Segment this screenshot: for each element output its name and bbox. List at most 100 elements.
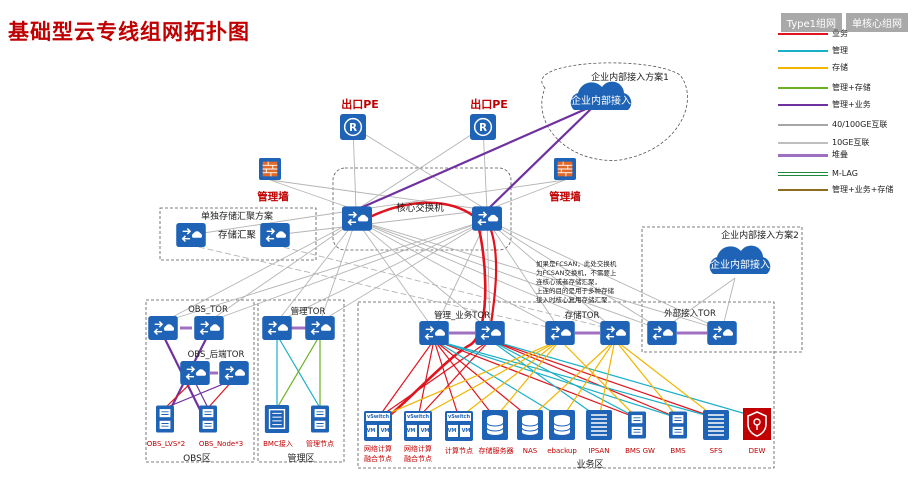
- pe-router-left-icon[interactable]: [340, 114, 366, 140]
- compute-node-label: 计算节点: [445, 446, 473, 455]
- enterprise-cloud-2: 企业内部接入: [709, 245, 771, 274]
- bms-gw-icon[interactable]: [628, 411, 646, 439]
- storage-tor-label: 存储TOR: [565, 310, 600, 321]
- legend-swatch: [778, 124, 828, 126]
- nas-label: NAS: [523, 447, 538, 455]
- core-switch-left-icon[interactable]: [342, 206, 372, 231]
- fw-right-label: 管理墙: [549, 190, 581, 203]
- tab-type1[interactable]: Type1组网: [780, 13, 842, 32]
- legend-label: 40/100GE互联: [832, 120, 888, 129]
- firewall-left-icon[interactable]: [259, 158, 281, 180]
- legend-label: 管理+业务+存储: [832, 185, 894, 194]
- legend-swatch: [778, 142, 828, 144]
- obs-node-server-icon[interactable]: [199, 405, 217, 433]
- nas-icon[interactable]: [517, 410, 543, 440]
- vm-label: VM: [381, 428, 390, 434]
- note-line: 接入时核心复用存储汇聚: [536, 295, 608, 304]
- pe-router-right-icon[interactable]: [470, 114, 496, 140]
- vm-label: VM: [421, 428, 430, 434]
- storage-agg-boundary: [159, 207, 317, 261]
- obs-zone-label: OBS区: [183, 453, 211, 464]
- enterprise1-title: 企业内部接入方案1: [591, 71, 669, 83]
- obs-tor-label: OBS_TOR: [188, 305, 228, 315]
- pe-right-label: 出口PE: [470, 97, 508, 111]
- firewall-right-icon[interactable]: [554, 158, 576, 180]
- vm-label: VM: [407, 428, 416, 434]
- mgmt-node-server-icon[interactable]: [311, 405, 329, 433]
- bms-gw-label: BMS GW: [625, 447, 655, 455]
- bmc-label: BMC接入: [263, 439, 293, 448]
- legend-label: M-LAG: [832, 169, 858, 178]
- server-labels: OBS_LVS*2 OBS_Node*3 BMC接入 管理节点 网络计算 融合节…: [147, 439, 766, 463]
- gray-links: [162, 126, 736, 331]
- vswitch-label: vSwitch: [407, 414, 430, 420]
- mgmt-node-label: 管理节点: [306, 439, 334, 448]
- server-links: [164, 334, 761, 419]
- mgmt-boundary: [257, 299, 345, 463]
- stack-links: [180, 326, 707, 375]
- mgmt-tor-left-icon[interactable]: [262, 316, 292, 340]
- obs-back-tor-left-icon[interactable]: [180, 361, 210, 385]
- sfs-icon[interactable]: [703, 410, 729, 440]
- storage-server-icon[interactable]: [482, 410, 508, 440]
- node-labels: 出口PE 出口PE 管理墙 管理墙 核心交换机 企业内部接入方案1 企业内部接入…: [188, 71, 799, 360]
- obs-lvs-server-icon[interactable]: [156, 405, 174, 433]
- dew-icon[interactable]: [743, 408, 771, 440]
- legend-label: 存储: [832, 63, 848, 72]
- storage-server-label: 存储服务器: [479, 446, 514, 455]
- mgmt-biz-tor-right-icon[interactable]: [475, 321, 505, 345]
- legend-swatch: [778, 87, 828, 89]
- vswitch-label: vSwitch: [367, 414, 390, 420]
- tab-single-core[interactable]: 单核心组网: [846, 13, 908, 32]
- external-tor-right-icon[interactable]: [707, 321, 737, 345]
- core-switch-right-icon[interactable]: [472, 206, 502, 231]
- vswitch-label: vSwitch: [448, 414, 471, 420]
- storage-agg-label: 存储汇聚: [218, 229, 257, 241]
- ipsan-label: IPSAN: [589, 447, 610, 455]
- note-line: 为FCSAN交换机，不需要上: [536, 268, 617, 277]
- fw-left-label: 管理墙: [257, 190, 289, 203]
- legend-swatch: [778, 154, 828, 157]
- storage-agg-switch-right-icon[interactable]: [260, 223, 290, 247]
- storage-tor-right-icon[interactable]: [600, 321, 630, 345]
- ebackup-icon[interactable]: [549, 410, 575, 440]
- bms-label: BMS: [670, 447, 686, 455]
- mgmt-tor-label: 管理TOR: [291, 306, 326, 317]
- external-tor-left-icon[interactable]: [647, 321, 677, 345]
- ipsan-icon[interactable]: [586, 410, 612, 440]
- enterprise2-cloud-label: 企业内部接入: [710, 258, 770, 271]
- vswitch-labels: vSwitch VM VM vSwitch VM VM vSwitch VM V…: [367, 414, 471, 434]
- legend-swatch: [778, 172, 828, 176]
- net-node2-label-b: 融合节点: [404, 454, 432, 463]
- storage-tor-left-icon[interactable]: [545, 321, 575, 345]
- legend-swatch: [778, 50, 828, 52]
- note-line: 如果是FCSAN，此处交换机: [536, 259, 617, 268]
- mgmt-tor-right-icon[interactable]: [305, 316, 335, 340]
- mgmt-biz-tor-left-icon[interactable]: [419, 321, 449, 345]
- legend-label: 10GE互联: [832, 138, 870, 147]
- biz-zone-label: 业务区: [576, 458, 603, 470]
- legend-label: 堆叠: [832, 150, 848, 159]
- zone-labels: OBS区 管理区 业务区: [183, 452, 603, 470]
- tab-bar: Type1组网 单核心组网: [780, 13, 908, 32]
- vm-label: VM: [448, 428, 457, 434]
- bms-icon[interactable]: [669, 411, 687, 439]
- enterprise1-cloud-label: 企业内部接入: [571, 94, 631, 107]
- pe-left-label: 出口PE: [341, 97, 379, 111]
- obs-node-label: OBS_Node*3: [199, 440, 243, 448]
- mgmt-biz-tor-label: 管理_业务TOR: [434, 310, 490, 321]
- obs-tor-right-icon[interactable]: [194, 316, 224, 340]
- enterprise2-title: 企业内部接入方案2: [721, 229, 799, 241]
- storage-agg-switch-left-icon[interactable]: [176, 223, 206, 247]
- obs-back-tor-right-icon[interactable]: [219, 361, 249, 385]
- mgmt-zone-label: 管理区: [287, 452, 314, 464]
- sfs-label: SFS: [710, 447, 723, 455]
- obs-tor-left-icon[interactable]: [148, 316, 178, 340]
- bmc-access-icon[interactable]: [264, 405, 290, 433]
- biz-boundary: [357, 301, 775, 469]
- legend-label: 管理+业务: [832, 100, 871, 109]
- net-node1-label-b: 融合节点: [364, 454, 392, 463]
- enterprise2-boundary: [641, 226, 803, 353]
- core-label: 核心交换机: [396, 202, 444, 214]
- note-line: 连核心或者存储汇聚，: [536, 277, 601, 286]
